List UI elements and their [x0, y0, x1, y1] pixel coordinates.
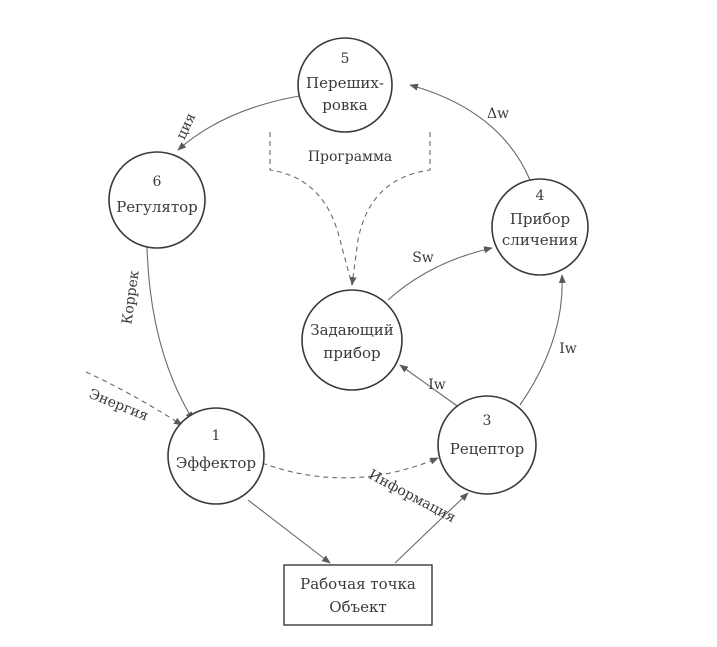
- label-correction-top: ция: [173, 110, 199, 142]
- label-energy: Энергия: [86, 386, 150, 424]
- label-sw: Sw: [412, 250, 434, 266]
- information-dashed-arrow: [261, 457, 439, 479]
- object-box: Рабочая точка Объект: [283, 564, 433, 626]
- node-receptor: 3 Рецептор: [437, 395, 537, 495]
- node-receptor-number: 3: [483, 413, 492, 429]
- node-regulator-number: 6: [153, 174, 162, 190]
- label-program: Программа: [308, 149, 392, 165]
- edge-setter-to-comparator: [387, 246, 493, 301]
- node-comparator-label-2: сличения: [502, 231, 578, 249]
- node-recoding-label-1: Переших-: [306, 74, 384, 92]
- node-setter-label-2: прибор: [323, 344, 380, 362]
- label-correction-left: Коррек: [119, 269, 142, 325]
- edge-comparator-to-recoding: [409, 83, 531, 181]
- node-comparator-number: 4: [536, 188, 545, 204]
- edge-effector-to-object: [247, 499, 331, 564]
- edge-receptor-to-comparator: [519, 274, 566, 406]
- node-comparator: 4 Прибор сличения: [491, 178, 589, 276]
- node-setter: Задающий прибор: [301, 289, 403, 391]
- node-recoding: 5 Переших- ровка: [297, 37, 393, 133]
- node-effector-number: 1: [212, 428, 221, 444]
- node-setter-label-1: Задающий: [310, 321, 393, 339]
- label-iw-left: Iw: [428, 377, 446, 393]
- edge-recoding-to-regulator: [177, 94, 306, 151]
- edge-receptor-to-setter: [399, 364, 461, 409]
- edge-object-to-receptor: [394, 492, 469, 564]
- label-iw-right: Iw: [559, 341, 577, 357]
- node-effector-label: Эффектор: [176, 454, 256, 472]
- energy-dashed-arrow: [85, 371, 183, 426]
- node-effector: 1 Эффектор: [167, 407, 265, 505]
- label-delta-w: Δw: [487, 106, 509, 122]
- node-regulator: 6 Регулятор: [108, 151, 206, 249]
- object-box-label-2: Объект: [329, 598, 386, 616]
- program-bracket: [269, 132, 353, 286]
- label-information: Информация: [366, 467, 459, 526]
- node-receptor-label: Рецептор: [450, 440, 524, 458]
- node-recoding-number: 5: [341, 51, 350, 67]
- node-regulator-label: Регулятор: [116, 198, 198, 216]
- node-comparator-label-1: Прибор: [510, 210, 570, 228]
- edge-regulator-to-effector: [146, 246, 194, 421]
- node-recoding-label-2: ровка: [322, 96, 367, 114]
- object-box-label-1: Рабочая точка: [300, 575, 416, 593]
